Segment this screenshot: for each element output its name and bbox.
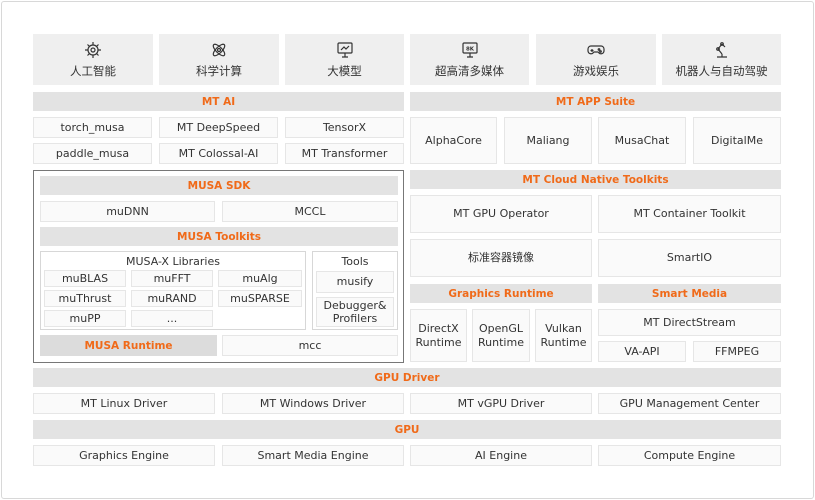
library-item: muBLAS: [44, 270, 126, 287]
musa-runtime: MUSA Runtime: [40, 335, 217, 356]
tool-item: Debugger& Profilers: [316, 297, 394, 327]
graphics-runtime-header: Graphics Runtime: [410, 284, 592, 303]
cloud-native-item: MT Container Toolkit: [598, 195, 781, 233]
smart-media-header: Smart Media: [598, 284, 781, 303]
category-ai: 人工智能: [33, 34, 153, 85]
category-uhd-media: 8K 超高清多媒体: [410, 34, 529, 85]
smart-media-item: MT DirectStream: [598, 309, 781, 336]
category-science: 科学计算: [159, 34, 279, 85]
musa-sdk-group: [33, 170, 404, 363]
library-item: ...: [131, 310, 213, 327]
gpu-driver-item: MT Linux Driver: [33, 393, 215, 414]
library-item: muAlg: [218, 270, 302, 287]
category-robotics: 机器人与自动驾驶: [662, 34, 781, 85]
category-gaming: 游戏娱乐: [536, 34, 656, 85]
musa-sdk-item: muDNN: [40, 201, 215, 222]
category-label: 机器人与自动驾驶: [675, 64, 768, 78]
robot-arm-icon: [715, 42, 727, 58]
category-llm: 大模型: [285, 34, 404, 85]
smart-media-item: VA-API: [598, 341, 686, 362]
graphics-runtime-item: DirectX Runtime: [410, 309, 467, 362]
8k-display-icon: 8K: [461, 42, 478, 58]
svg-text:8K: 8K: [465, 47, 474, 53]
mt-ai-item: MT Colossal-AI: [159, 143, 278, 164]
mt-ai-item: MT Transformer: [285, 143, 404, 164]
category-label: 大模型: [327, 64, 362, 78]
app-suite-item: Maliang: [504, 117, 592, 164]
musa-sdk-item: MCCL: [222, 201, 398, 222]
cloud-native-item: 标准容器镜像: [410, 239, 592, 277]
smart-media-item: FFMPEG: [693, 341, 781, 362]
mt-ai-item: torch_musa: [33, 117, 152, 138]
atom-icon: [212, 43, 226, 57]
mt-ai-item: MT DeepSpeed: [159, 117, 278, 138]
monitor-chart-icon: [336, 42, 353, 58]
gamepad-icon: [587, 45, 605, 55]
library-item: muRAND: [131, 290, 213, 307]
musa-sdk-header: MUSA SDK: [40, 176, 398, 195]
mcc: mcc: [222, 335, 398, 356]
library-item: muFFT: [131, 270, 213, 287]
gpu-engine: Graphics Engine: [33, 445, 215, 466]
musa-toolkits-header: MUSA Toolkits: [40, 227, 398, 246]
graphics-runtime-item: Vulkan Runtime: [535, 309, 592, 362]
mt-ai-header: MT AI: [33, 92, 404, 111]
category-label: 超高清多媒体: [435, 64, 504, 78]
mt-app-suite-header: MT APP Suite: [410, 92, 781, 111]
musa-x-libraries-title: MUSA-X Libraries: [126, 255, 220, 268]
gpu-driver-item: MT vGPU Driver: [410, 393, 592, 414]
category-label: 人工智能: [70, 64, 116, 78]
app-suite-item: AlphaCore: [410, 117, 497, 164]
gpu-driver-item: MT Windows Driver: [222, 393, 404, 414]
cloud-native-item: SmartIO: [598, 239, 781, 277]
cloud-native-item: MT GPU Operator: [410, 195, 592, 233]
mt-ai-item: paddle_musa: [33, 143, 152, 164]
gpu-engine: AI Engine: [410, 445, 592, 466]
graphics-runtime-item: OpenGL Runtime: [472, 309, 530, 362]
library-item: muSPARSE: [218, 290, 302, 307]
gpu-driver-item: GPU Management Center: [598, 393, 781, 414]
mt-ai-item: TensorX: [285, 117, 404, 138]
category-label: 游戏娱乐: [573, 64, 619, 78]
library-item: muPP: [44, 310, 126, 327]
brain-chip-icon: [85, 42, 101, 58]
gpu-engine: Smart Media Engine: [222, 445, 404, 466]
gpu-header: GPU: [33, 420, 781, 439]
tool-item: musify: [316, 271, 394, 293]
gpu-engine: Compute Engine: [598, 445, 781, 466]
gpu-driver-header: GPU Driver: [33, 368, 781, 387]
app-suite-item: DigitalMe: [693, 117, 781, 164]
library-item: muThrust: [44, 290, 126, 307]
tools-title: Tools: [341, 255, 369, 268]
app-suite-item: MusaChat: [598, 117, 686, 164]
category-label: 科学计算: [196, 64, 242, 78]
cloud-native-header: MT Cloud Native Toolkits: [410, 170, 781, 189]
